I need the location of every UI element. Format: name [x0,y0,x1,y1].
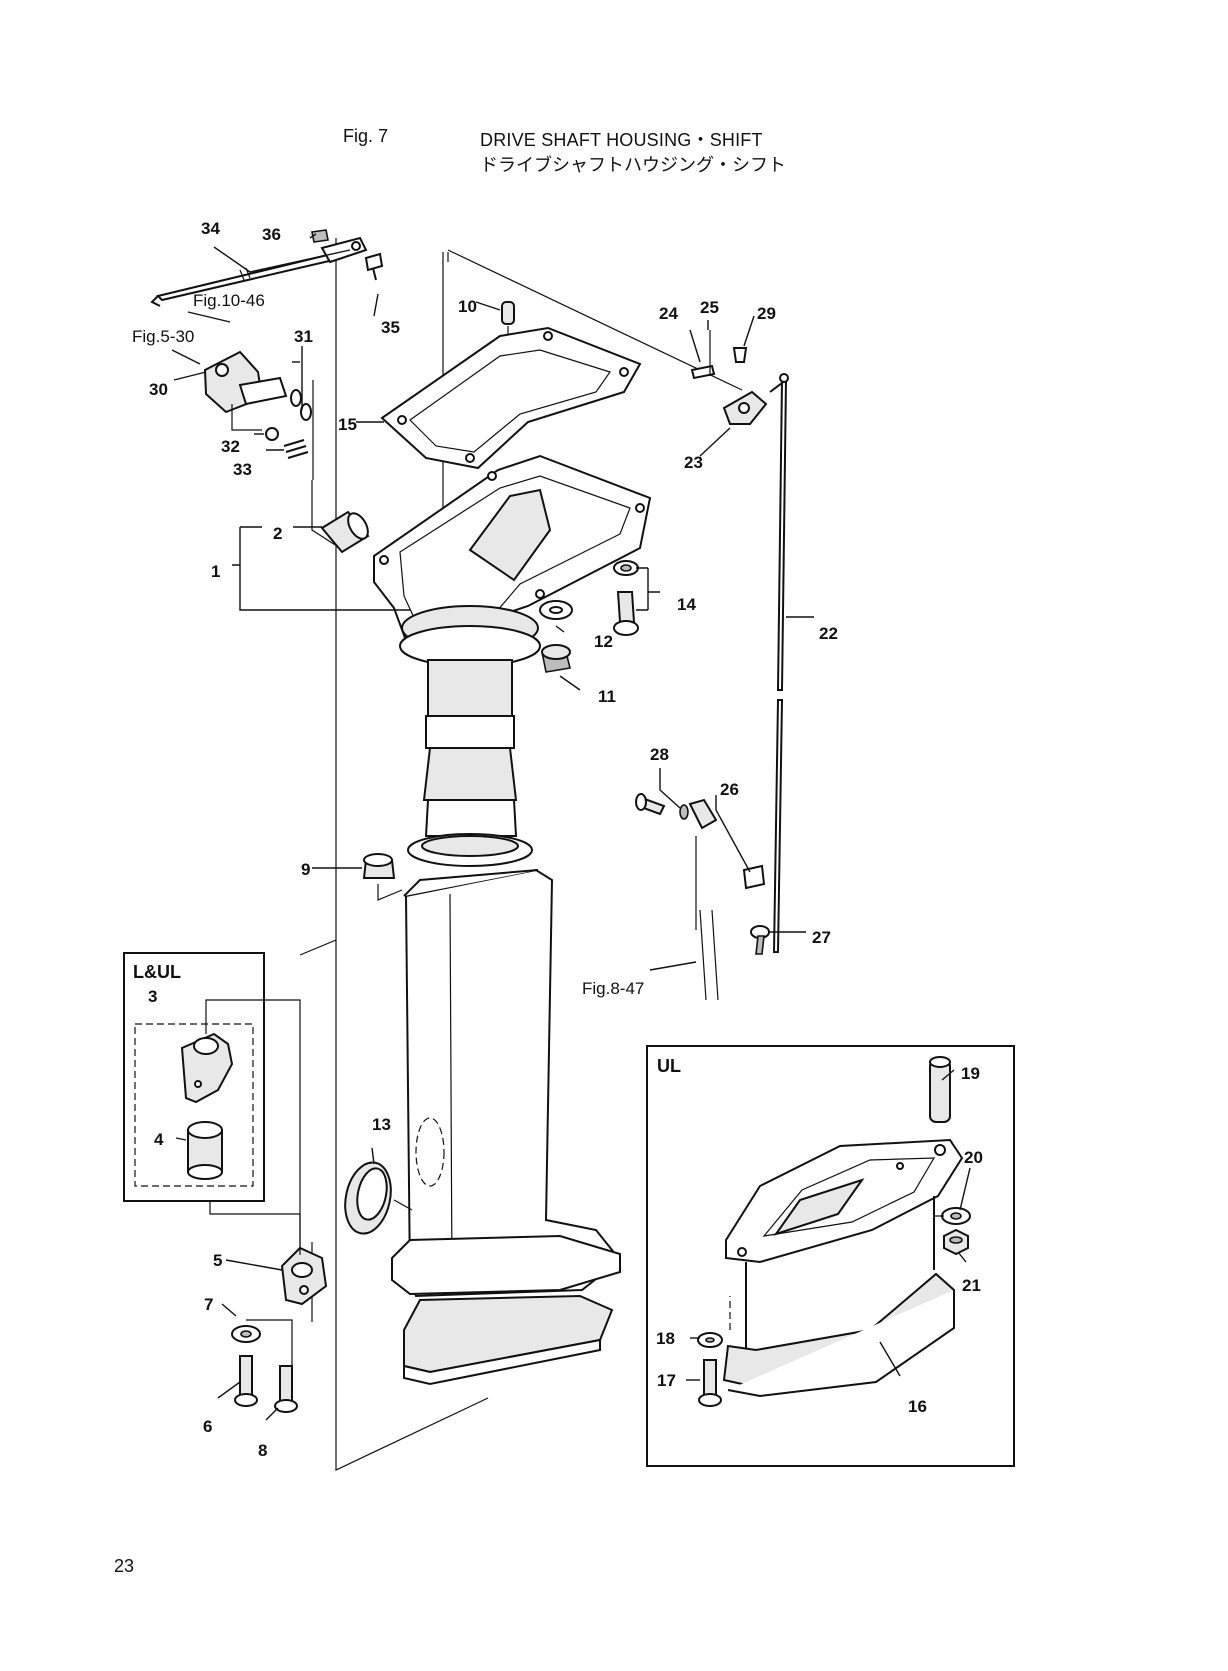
bolt-35 [364,252,384,281]
washer-7 [231,1325,261,1343]
nut-21 [943,1228,969,1256]
bolt-24 [690,364,716,380]
gasket-15 [380,326,642,470]
clamp-26 [688,798,766,890]
housing-16 [722,1138,964,1398]
washer-12 [539,600,573,620]
callout-9: 9 [301,860,310,879]
callout-25: 25 [700,298,719,317]
seal-13 [344,1161,413,1235]
ball-32 [265,427,279,441]
page-number: 23 [114,1556,135,1576]
bolt-28 [635,793,689,820]
callout-30: 30 [149,380,168,399]
cable-to-fig8 [695,836,719,1001]
bolt-6 [234,1355,258,1407]
callout-16: 16 [908,1397,927,1416]
callout-17: 17 [657,1371,676,1390]
callout-7: 7 [204,1295,213,1314]
shift-rod-22 [769,373,789,953]
bracket-5 [280,1246,328,1306]
shift-lever-30 [203,350,288,431]
callout-18: 18 [656,1329,675,1348]
lul-detail-box [123,952,301,1255]
callout-20: 20 [964,1148,983,1167]
callout-33: 33 [233,460,252,479]
callout-6: 6 [203,1417,212,1436]
title-english: DRIVE SHAFT HOUSING・SHIFT [480,130,763,150]
link-plate-36 [311,229,368,264]
callout-36: 36 [262,225,281,244]
callout-24: 24 [659,304,678,323]
title-japanese: ドライブシャフトハウジング・シフト [480,155,786,176]
shift-arm-23 [722,390,768,425]
leader-lines [171,233,971,1421]
ul-box-title: UL [657,1056,681,1076]
plug-11 [541,644,571,673]
bolt-17 [698,1359,722,1407]
ref-fig5-30: Fig.5-30 [132,327,194,346]
callout-35: 35 [381,318,400,337]
callout-29: 29 [757,304,776,323]
drive-shaft-housing-upper [373,454,652,667]
callout-31: 31 [294,327,313,346]
callout-32: 32 [221,437,240,456]
bushing-2 [320,510,370,554]
drive-shaft-tube [407,659,533,867]
callout-1b: 1 [211,562,220,581]
callout-27: 27 [812,928,831,947]
callout-15: 15 [338,415,357,434]
o-rings-31 [290,389,312,421]
callout-22: 22 [819,624,838,643]
bolt-8 [274,1365,298,1413]
callout-23-top: 23 [684,453,703,472]
figure-number: Fig. 7 [343,126,389,146]
lul-box-title: L&UL [133,962,181,982]
callout-13: 13 [372,1115,391,1134]
callout-2: 2 [273,524,282,543]
collar-27 [750,925,770,955]
washer-18 [697,1332,723,1348]
alignment-lines [299,238,743,1471]
callout-5: 5 [213,1251,222,1270]
clip-29 [732,347,748,363]
callout-labels: 1 1 2 3 4 5 6 7 8 9 10 11 12 13 14 15 16… [132,219,983,1460]
ref-fig10-46: Fig.10-46 [193,291,265,310]
bolt-14 [613,591,639,636]
pin-19 [929,1056,951,1123]
washer-14 [613,560,639,576]
grommet-9 [362,853,403,901]
callout-4: 4 [154,1130,164,1149]
callout-26: 26 [720,780,739,799]
callout-14: 14 [677,595,696,614]
callout-34: 34 [201,219,220,238]
callout-8: 8 [258,1441,267,1460]
callout-10: 10 [458,297,477,316]
ul-detail-box [646,1045,1015,1467]
callout-11: 11 [598,687,616,706]
spring-33 [283,439,309,459]
callout-19: 19 [961,1064,980,1083]
washer-20 [941,1207,971,1225]
callout-12: 12 [594,632,613,651]
callout-28: 28 [650,745,669,764]
ref-fig8-47: Fig.8-47 [582,979,644,998]
callout-3: 3 [148,987,157,1006]
drive-shaft-housing-body [391,868,622,1386]
callout-21: 21 [962,1276,981,1295]
